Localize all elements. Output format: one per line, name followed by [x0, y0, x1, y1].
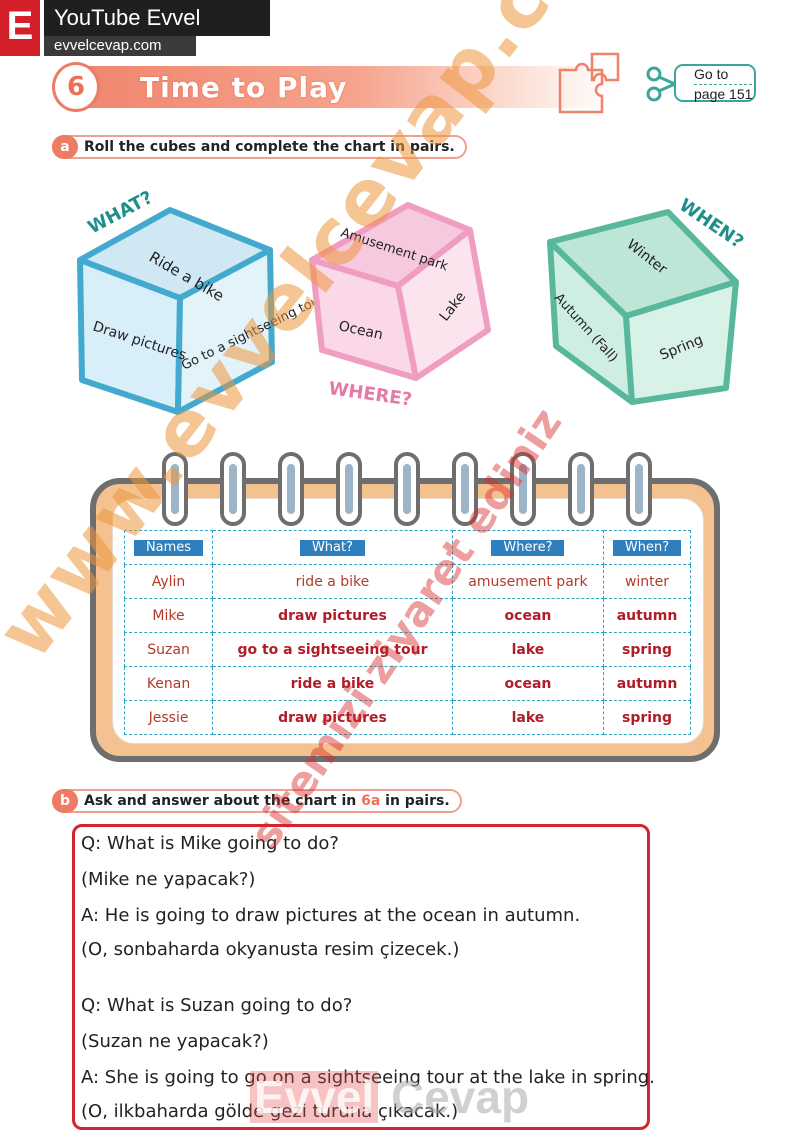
- where-cube: WHERE? Amusement park Ocean Lake: [309, 202, 491, 411]
- qa-line: Q: What is Mike going to do?: [81, 833, 339, 854]
- section-b-letter: b: [52, 789, 78, 813]
- answer-box: Q: What is Mike going to do? (Mike ne ya…: [72, 824, 655, 1130]
- qa-line: A: She is going to go on a sightseeing t…: [81, 1067, 655, 1088]
- goto-label: Go to: [694, 66, 729, 82]
- brand-title[interactable]: YouTube Evvel Cevap: [44, 0, 270, 66]
- section-a-instruction: a Roll the cubes and complete the chart …: [52, 135, 467, 159]
- table-row: Kenan ride a bike ocean autumn: [123, 666, 691, 701]
- qa-line: Q: What is Suzan going to do?: [81, 995, 353, 1016]
- header-when: When?: [612, 540, 682, 556]
- activity-chart: Names What? Where? When? Aylin ride a bi…: [123, 530, 691, 735]
- unit-number: 6: [52, 62, 100, 112]
- cell-where[interactable]: ocean: [451, 598, 605, 633]
- cell-when[interactable]: autumn: [603, 598, 691, 633]
- table-row: Jessie draw pictures lake spring: [123, 700, 691, 735]
- cell-where[interactable]: lake: [451, 632, 605, 667]
- cell-when[interactable]: autumn: [603, 666, 691, 701]
- puzzle-icon: [558, 52, 620, 114]
- cell-name: Jessie: [123, 700, 214, 735]
- unit-title: Time to Play: [140, 71, 348, 104]
- section-b-ref: 6a: [361, 793, 381, 809]
- cell-name: Mike: [123, 598, 214, 633]
- qa-line: (Suzan ne yapacak?): [81, 1031, 269, 1052]
- goto-page-number: page 151: [694, 84, 753, 102]
- unit-title-bar: [52, 66, 612, 108]
- cell-when: winter: [603, 564, 691, 599]
- header-names: Names: [133, 540, 204, 556]
- cell-where[interactable]: ocean: [451, 666, 605, 701]
- section-a-letter: a: [52, 135, 78, 159]
- table-row: Suzan go to a sightseeing tour lake spri…: [123, 632, 691, 667]
- section-b-instruction: b Ask and answer about the chart in 6a i…: [52, 789, 462, 813]
- brand-logo-letter: E: [0, 0, 40, 56]
- cell-where: amusement park: [451, 564, 605, 599]
- qa-line: A: He is going to draw pictures at the o…: [81, 905, 581, 926]
- where-cube-label: WHERE?: [327, 378, 413, 410]
- cell-name: Suzan: [123, 632, 214, 667]
- table-row: Mike draw pictures ocean autumn: [123, 598, 691, 633]
- cell-what[interactable]: go to a sightseeing tour: [212, 632, 453, 667]
- table-row: Aylin ride a bike amusement park winter: [123, 564, 691, 599]
- cell-what[interactable]: draw pictures: [212, 700, 453, 735]
- brand-url[interactable]: evvelcevap.com: [44, 36, 196, 56]
- when-cube: WHEN? Winter Autumn (Fall) Spring: [547, 195, 747, 405]
- cell-where[interactable]: lake: [451, 700, 605, 735]
- cell-name: Kenan: [123, 666, 214, 701]
- cell-name: Aylin: [123, 564, 214, 599]
- cell-what[interactable]: ride a bike: [212, 666, 453, 701]
- notebook-rings: [162, 452, 652, 526]
- qa-line: (Mike ne yapacak?): [81, 869, 256, 890]
- chart-header-row: Names What? Where? When?: [123, 530, 691, 565]
- header-what: What?: [299, 540, 365, 556]
- section-b-text-post: in pairs.: [380, 793, 450, 809]
- what-cube: WHAT? Ride a bike Draw pictures Go to a …: [77, 190, 328, 415]
- cell-what[interactable]: draw pictures: [212, 598, 453, 633]
- cell-when[interactable]: spring: [603, 700, 691, 735]
- section-a-text: Roll the cubes and complete the chart in…: [84, 139, 455, 155]
- qa-line: (O, ilkbaharda gölde gezi turuna çıkacak…: [81, 1101, 459, 1122]
- dice-illustration: WHAT? Ride a bike Draw pictures Go to a …: [77, 190, 747, 415]
- section-b-text-pre: Ask and answer about the chart in: [84, 793, 362, 809]
- goto-page-box[interactable]: [674, 64, 756, 102]
- header-where: Where?: [491, 540, 565, 556]
- qa-line: (O, sonbaharda okyanusta resim çizecek.): [81, 939, 460, 960]
- cell-when[interactable]: spring: [603, 632, 691, 667]
- cell-what: ride a bike: [212, 564, 453, 599]
